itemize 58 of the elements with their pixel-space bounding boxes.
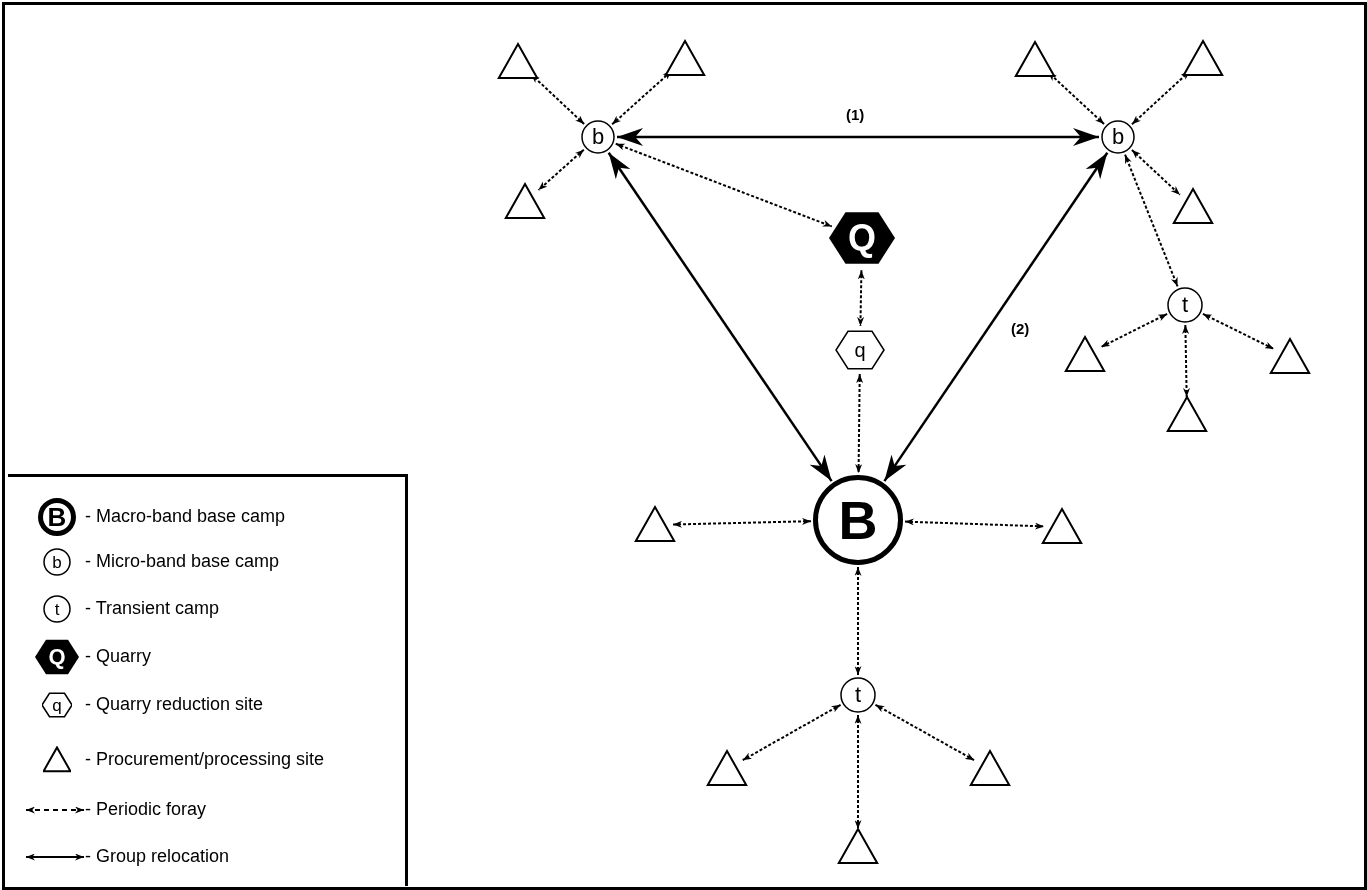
node-letter: q bbox=[854, 340, 866, 360]
legend-letter: q bbox=[52, 696, 62, 714]
relocation-arrow bbox=[607, 152, 833, 482]
foray-arrow bbox=[874, 703, 976, 762]
triangle-site bbox=[665, 39, 705, 79]
foray-arrow bbox=[1100, 312, 1169, 348]
foray-arrow bbox=[537, 148, 585, 192]
legend-text: - Transient camp bbox=[85, 598, 220, 619]
foray-arrow bbox=[672, 517, 812, 528]
node-letter: t bbox=[1181, 294, 1189, 316]
triangle-site bbox=[838, 827, 878, 867]
legend-text: - Quarry bbox=[85, 646, 151, 667]
foray-arrow bbox=[855, 373, 864, 474]
foray-arrow bbox=[857, 269, 865, 327]
foray-arrow bbox=[1124, 153, 1179, 288]
triangle-site bbox=[498, 42, 538, 82]
legend-text: - Procurement/processing site bbox=[85, 749, 325, 770]
legend-letter: b bbox=[52, 553, 62, 571]
camp-circle bbox=[581, 120, 615, 154]
triangle-site bbox=[635, 505, 675, 545]
node-letter: b bbox=[1111, 126, 1125, 148]
legend-text: - Micro-band base camp bbox=[85, 551, 280, 572]
node-letter: Q bbox=[848, 220, 876, 256]
triangle-site bbox=[1167, 395, 1207, 435]
camp-circle bbox=[840, 677, 876, 713]
foray-arrow bbox=[854, 714, 862, 830]
foray-arrow bbox=[741, 703, 842, 762]
foray-arrow bbox=[614, 142, 833, 228]
triangle-site bbox=[1042, 507, 1082, 547]
triangle-site bbox=[970, 749, 1010, 789]
legend-text: - Group relocation bbox=[85, 846, 230, 867]
camp-circle bbox=[1101, 120, 1135, 154]
foray-arrow bbox=[854, 566, 862, 676]
triangle-site bbox=[505, 182, 545, 222]
legend-text: - Periodic foray bbox=[85, 799, 207, 820]
node-letter: t bbox=[854, 684, 862, 706]
legend-letter: Q bbox=[48, 646, 66, 668]
legend-letter: t bbox=[54, 600, 60, 618]
legend-letter: B bbox=[47, 504, 67, 530]
camp-circle bbox=[1167, 287, 1203, 323]
triangle-site bbox=[1270, 337, 1310, 377]
triangle-site bbox=[1183, 39, 1223, 79]
foray-arrow bbox=[903, 518, 1045, 530]
triangle-site bbox=[1065, 335, 1105, 375]
triangle-site bbox=[1015, 40, 1055, 80]
foray-arrow bbox=[1130, 148, 1181, 196]
relocation-arrow bbox=[617, 128, 1099, 146]
triangle-site bbox=[1173, 187, 1213, 227]
legend-text: - Quarry reduction site bbox=[85, 694, 264, 715]
node-letter: B bbox=[838, 493, 878, 547]
legend-text: - Macro-band base camp bbox=[85, 506, 286, 527]
triangle-site bbox=[707, 749, 747, 789]
foray-arrow bbox=[1182, 324, 1190, 398]
relocation-arrow bbox=[883, 152, 1109, 482]
foray-arrow bbox=[1201, 312, 1275, 350]
node-letter: b bbox=[591, 126, 605, 148]
base-camp-circle bbox=[813, 475, 903, 565]
edge-label: (1) bbox=[844, 106, 867, 123]
